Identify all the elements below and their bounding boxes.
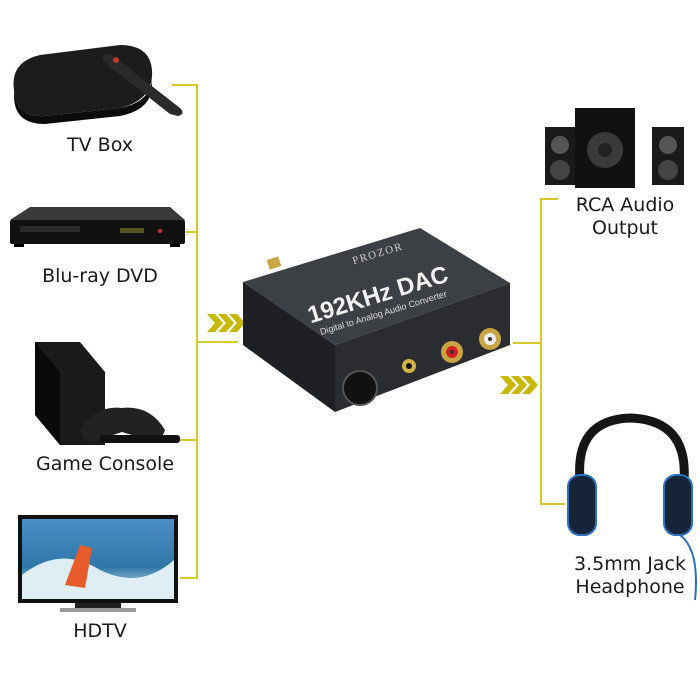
speakers-icon [545, 108, 684, 188]
game-console-icon [35, 342, 180, 445]
output-label-headphone: 3.5mm Jack Headphone [560, 553, 700, 599]
input-arrow-icon [207, 314, 245, 332]
tv-box-icon [13, 45, 183, 124]
source-label-hdtv: HDTV [73, 620, 127, 642]
input-connector-lines [172, 84, 238, 579]
output-label-headphone-line1: 3.5mm Jack [574, 553, 686, 575]
dac-device: PROZOR 192KHz DAC Digital to Analog Audi… [243, 228, 510, 412]
source-label-game-console: Game Console [35, 453, 175, 475]
output-label-headphone-line2: Headphone [575, 576, 685, 598]
output-connector-lines [513, 198, 565, 505]
output-label-rca-line2: Output [592, 217, 658, 239]
hdtv-icon [18, 515, 178, 612]
bluray-player-icon [10, 207, 185, 247]
output-arrow-icon [500, 376, 538, 394]
source-label-bluray: Blu-ray DVD [42, 265, 158, 287]
output-label-rca: RCA Audio Output [555, 194, 695, 240]
headphone-icon [567, 413, 697, 601]
output-label-rca-line1: RCA Audio [575, 194, 675, 216]
source-label-tv-box: TV Box [67, 134, 133, 156]
